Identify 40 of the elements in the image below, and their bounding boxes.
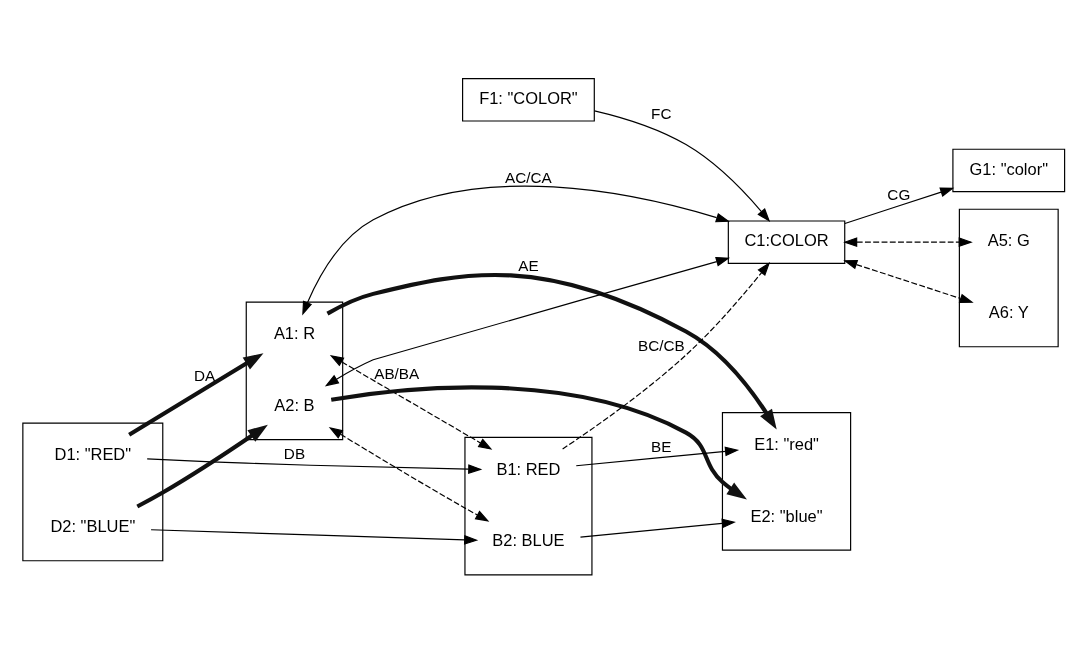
- node-text: D1: "RED": [54, 445, 132, 464]
- edge-label: AB/BA: [374, 365, 420, 382]
- node-text: E2: "blue": [750, 506, 823, 525]
- node-text: B2: BLUE: [492, 531, 565, 550]
- arrow: [302, 185, 730, 316]
- edge-label: BC/CB: [637, 336, 685, 354]
- edge-label: CG: [887, 186, 911, 204]
- node-text: B1: RED: [496, 459, 561, 478]
- edge-label: DA: [193, 367, 216, 385]
- edge-label: AC/CA: [505, 168, 552, 186]
- node-box: G1: "color": [952, 148, 1066, 193]
- arrow: [329, 354, 493, 450]
- arrow: [579, 518, 736, 538]
- cluster: [22, 422, 164, 562]
- arrow: [330, 385, 747, 500]
- edge-label: AE: [518, 256, 539, 274]
- arrow: [128, 353, 264, 437]
- arrow: [146, 458, 483, 475]
- arrow: [593, 110, 771, 223]
- arrow: [575, 446, 740, 467]
- node-text: A2: B: [274, 396, 315, 415]
- arrow: [843, 259, 974, 304]
- node-text: A5: G: [987, 231, 1030, 250]
- node-box: F1: "COLOR": [462, 78, 595, 122]
- arrow: [326, 272, 777, 430]
- arrow: [843, 237, 973, 248]
- arrow: [844, 187, 955, 225]
- arrow: [136, 424, 268, 509]
- edge-label: FC: [651, 105, 672, 123]
- node-box: C1:COLOR: [727, 220, 846, 264]
- edge-label: BE: [651, 437, 672, 455]
- node-text: A1: R: [273, 324, 316, 343]
- node-text: A6: Y: [988, 303, 1029, 322]
- arrow: [562, 261, 771, 450]
- node-text: D2: "BLUE": [50, 517, 136, 536]
- arrow: [328, 427, 490, 522]
- arrow: [324, 256, 731, 387]
- edge-label: DB: [283, 444, 306, 462]
- node-text: E1: "red": [754, 434, 819, 453]
- arrow: [150, 529, 479, 545]
